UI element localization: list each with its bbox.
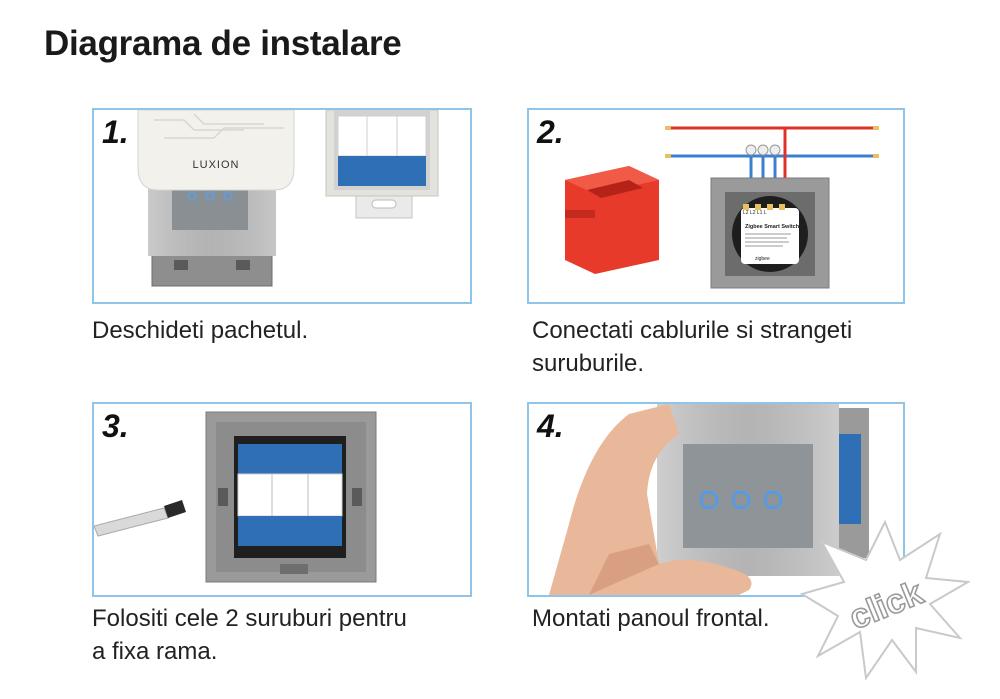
step-3-caption: Folositi cele 2 suruburi pentru a fixa r…: [92, 602, 407, 668]
step-2-caption: Conectati cablurile si strangeti surubur…: [532, 314, 852, 380]
terminal-labels: L2 L2 L1 L: [743, 210, 767, 216]
step-3-number: 3.: [102, 408, 129, 444]
step-2-caption-line-1: Conectati cablurile si strangeti: [532, 317, 853, 344]
luxion-logo: LUXION: [193, 159, 240, 171]
step-3-caption-line-2: a fixa rama.: [92, 638, 218, 665]
step-1-caption: Deschideti pachetul.: [92, 317, 309, 344]
step-2-panel: 2. L2 L2 L1 L Zigbee Smart Switch zigbee: [527, 108, 905, 304]
step-2-illustration: L2 L2 L1 L Zigbee Smart Switch zigbee: [565, 126, 879, 289]
step-1-panel: 1. LUXION: [92, 108, 472, 304]
step-1-illustration: LUXION: [137, 110, 439, 287]
step-2-number: 2.: [537, 114, 564, 150]
step-4-illustration: [549, 404, 869, 595]
zigbee-logo: zigbee: [755, 256, 770, 262]
step-2-caption-line-2: suruburile.: [532, 350, 645, 377]
step-4-caption: Montati panoul frontal.: [532, 605, 770, 632]
module-label: Zigbee Smart Switch: [745, 224, 800, 230]
click-burst-icon: click: [800, 520, 970, 680]
step-3-caption-line-1: Folositi cele 2 suruburi pentru: [92, 605, 407, 632]
step-3-panel: 3.: [92, 402, 472, 597]
step-1-number: 1.: [102, 114, 129, 150]
step-4-number: 4.: [537, 408, 564, 444]
page-title: Diagrama de instalare: [44, 24, 402, 63]
step-3-illustration: [94, 411, 377, 583]
